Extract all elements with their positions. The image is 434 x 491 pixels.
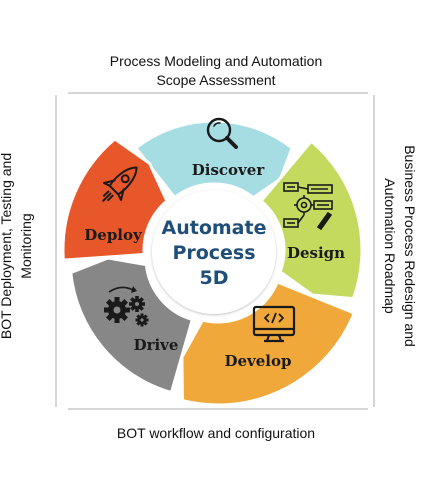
- center-line2: Process: [172, 242, 255, 264]
- center-line3: 5D: [200, 267, 229, 289]
- rocket-icon: [101, 166, 138, 203]
- segment-label-design: Design: [287, 244, 345, 262]
- segment-deploy: [61, 137, 169, 262]
- magnifier-icon: [206, 117, 238, 149]
- frame-line-top: [68, 92, 368, 94]
- center-circle: [152, 190, 276, 314]
- segment-drive: [69, 256, 195, 395]
- segment-label-discover: Discover: [192, 161, 266, 179]
- top-caption-line1: Process Modeling and Automation: [109, 53, 323, 69]
- segment-discover: [133, 119, 294, 200]
- segment-label-develop: Develop: [224, 352, 291, 370]
- gears-icon: [104, 286, 149, 327]
- code-monitor-icon: [252, 305, 296, 343]
- frame-line-left: [55, 95, 57, 407]
- top-caption: Process Modeling and Automation Scope As…: [60, 52, 372, 90]
- center-line1: Automate: [162, 217, 267, 239]
- bottom-caption: BOT workflow and configuration: [116, 425, 316, 441]
- segment-label-deploy: Deploy: [84, 226, 143, 244]
- frame-line-bottom: [68, 408, 368, 410]
- segment-design: [259, 139, 364, 301]
- frame-line-right: [373, 95, 375, 407]
- segment-label-drive: Drive: [134, 336, 179, 354]
- top-caption-line2: Scope Assessment: [156, 72, 276, 88]
- design-flowchart-icon: [283, 182, 333, 231]
